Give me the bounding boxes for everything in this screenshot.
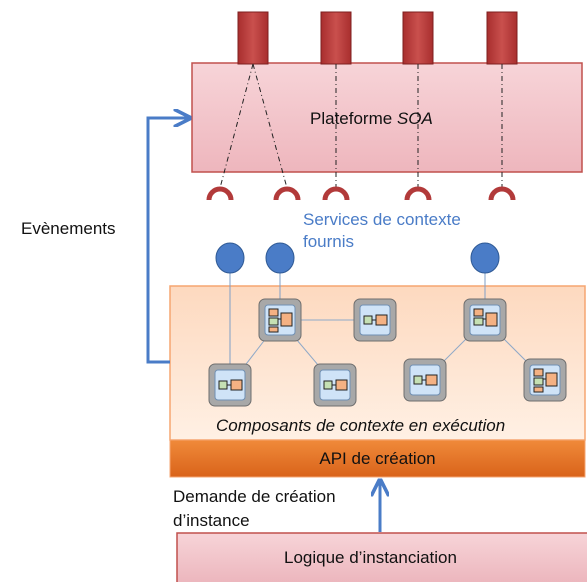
instantiation-logic-label: Logique d’instanciation [284, 548, 457, 567]
instantiation-logic-box [176, 532, 587, 582]
provided-services-line2: fournis [303, 232, 355, 251]
component-icon [208, 363, 252, 407]
socket [488, 186, 516, 201]
platform-bindings [219, 63, 503, 189]
provided-services-line1: Services de contexte [303, 210, 461, 229]
service-connector [237, 11, 269, 65]
service-ball [265, 242, 295, 274]
service-ball [470, 242, 500, 274]
provided-service-balls [215, 242, 500, 274]
composite-component-icon [463, 298, 507, 342]
composite-component-icon [258, 298, 302, 342]
context-components [208, 298, 567, 407]
creation-request-label: Demande de création d’instance [173, 485, 336, 533]
service-connector [320, 11, 352, 65]
service-connector [402, 11, 434, 65]
socket [404, 186, 432, 201]
service-sockets [206, 186, 516, 201]
api-bar [169, 439, 586, 478]
platform-label-prefix: Plateforme [310, 109, 397, 128]
platform-service-connectors [237, 11, 518, 65]
component-icon [403, 358, 447, 402]
component-icon [353, 298, 397, 342]
service-ball [215, 242, 245, 274]
socket [206, 186, 234, 201]
events-arrow [146, 118, 188, 364]
component-icon [313, 363, 357, 407]
creation-request-line1: Demande de création [173, 487, 336, 506]
socket [273, 186, 301, 201]
components-label: Composants de contexte en exécution [216, 416, 506, 435]
events-label: Evènements [21, 219, 116, 238]
composite-component-icon [523, 358, 567, 402]
soa-platform-box [191, 62, 583, 173]
platform-label: Plateforme SOA [310, 109, 433, 129]
creation-request-line2: d’instance [173, 511, 250, 530]
socket [322, 186, 350, 201]
api-label: API de création [319, 449, 436, 468]
provided-services-label: Services de contexte fournis [303, 209, 461, 253]
platform-label-soa: SOA [396, 109, 433, 128]
service-connector [486, 11, 518, 65]
